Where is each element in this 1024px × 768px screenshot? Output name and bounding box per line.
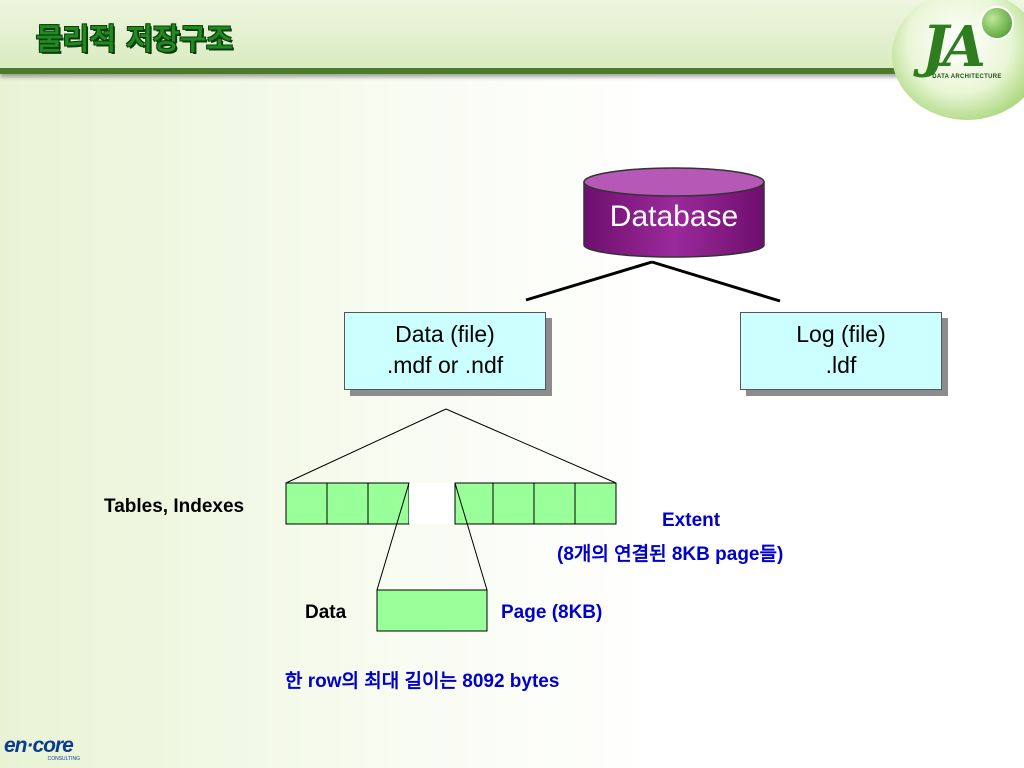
database-label: Database — [609, 200, 739, 233]
extent-description: (8개의 연결된 8KB page들) — [557, 544, 784, 565]
page-zoom-left — [376, 482, 410, 591]
extent-cells — [285, 482, 617, 525]
slide-title: 물리적 저장구조 — [36, 22, 233, 56]
encore-logo-text: en·core — [4, 734, 74, 757]
connector-to-data-file — [525, 260, 653, 302]
database-cylinder — [583, 167, 765, 258]
slide-header: 물리적 저장구조 — [0, 0, 1024, 74]
ja-logo: JA DATA ARCHITECTURE — [892, 0, 1024, 120]
data-file-box: Data (file) .mdf or .ndf — [344, 312, 546, 390]
page-size-label: Page (8KB) — [501, 602, 603, 623]
extent-cell-6 — [492, 482, 535, 525]
extent-fan-left — [285, 408, 447, 484]
extent-cell-1 — [285, 482, 328, 525]
data-label: Data — [305, 602, 347, 623]
logo-caption: DATA ARCHITECTURE — [932, 74, 1002, 80]
logo-letters: JA — [922, 14, 986, 80]
page-box — [376, 589, 488, 632]
extent-cell-8 — [574, 482, 617, 525]
log-file-ext: .ldf — [825, 352, 857, 378]
data-file-name: Data (file) — [395, 321, 495, 347]
encore-logo: en·core CONSULTING — [4, 734, 90, 766]
data-file-ext: .mdf or .ndf — [386, 352, 504, 378]
page-zoom-right — [454, 482, 488, 591]
extent-cell-2 — [326, 482, 369, 525]
connector-to-log-file — [651, 260, 781, 303]
log-file-box: Log (file) .ldf — [740, 312, 942, 390]
extent-label: Extent — [662, 510, 721, 531]
extent-cell-4-expanded — [409, 483, 455, 524]
log-file-name: Log (file) — [796, 321, 886, 347]
encore-logo-subtext: CONSULTING — [47, 756, 80, 762]
row-length-note: 한 row의 최대 길이는 8092 bytes — [285, 671, 560, 692]
extent-fan-right — [445, 408, 617, 484]
extent-cell-7 — [533, 482, 576, 525]
globe-icon — [980, 6, 1014, 40]
tables-indexes-label: Tables, Indexes — [104, 496, 245, 517]
